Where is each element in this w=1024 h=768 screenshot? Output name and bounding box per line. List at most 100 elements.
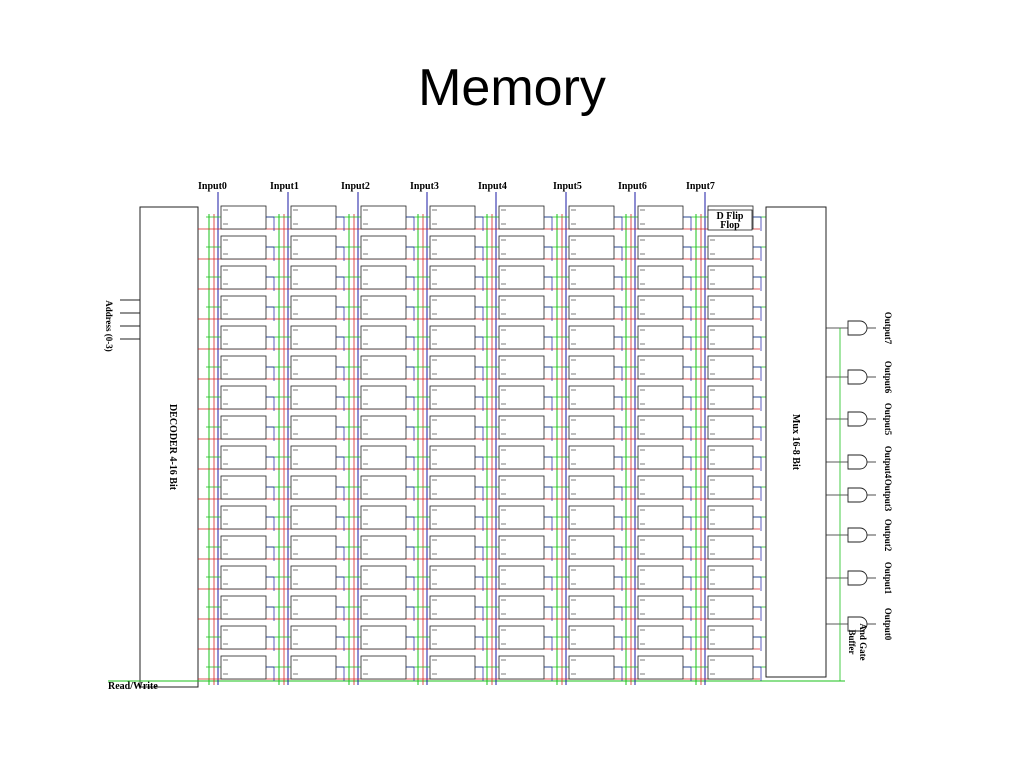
flipflop-cell xyxy=(568,205,615,230)
flipflop-cell xyxy=(498,415,545,440)
cell-output-wire xyxy=(614,276,623,291)
flipflop-cell xyxy=(429,625,476,650)
cell-output-wire xyxy=(683,666,692,681)
flipflop-cell xyxy=(220,235,267,260)
cell-output-wire xyxy=(683,276,692,291)
cell-output-wire xyxy=(475,246,484,261)
decoder-label: DECODER 4-16 Bit xyxy=(167,404,178,491)
flipflop-cell xyxy=(568,595,615,620)
cell-output-wire xyxy=(753,396,762,411)
mux-block xyxy=(765,206,827,678)
cell-output-wire xyxy=(753,516,762,531)
cell-output-wire xyxy=(336,276,345,291)
cell-output-wire xyxy=(614,516,623,531)
and-gate-icon xyxy=(847,320,868,336)
input-label-2: Input2 xyxy=(341,181,370,192)
flipflop-cell xyxy=(568,295,615,320)
flipflop-cell xyxy=(707,655,754,680)
cell-output-wire xyxy=(544,636,553,651)
flipflop-cell xyxy=(707,565,754,590)
input-label-6: Input6 xyxy=(618,181,647,192)
slide-title: Memory xyxy=(418,59,606,117)
cell-output-wire xyxy=(336,246,345,261)
flipflop-cell xyxy=(220,565,267,590)
cell-output-wire xyxy=(406,216,415,231)
cell-output-wire xyxy=(336,366,345,381)
cell-output-wire xyxy=(406,396,415,411)
flipflop-cell xyxy=(290,265,337,290)
flipflop-cell xyxy=(707,535,754,560)
flipflop-cell xyxy=(290,475,337,500)
flipflop-cell xyxy=(637,655,684,680)
and-gate-icon xyxy=(847,411,868,427)
flipflop-cell xyxy=(568,535,615,560)
flipflop-cell xyxy=(707,625,754,650)
cell-output-wire xyxy=(266,246,275,261)
decoder-block xyxy=(139,206,199,688)
cell-output-wire xyxy=(475,426,484,441)
cell-output-wire xyxy=(336,546,345,561)
cell-output-wire xyxy=(544,606,553,621)
cell-output-wire xyxy=(614,606,623,621)
flipflop-cell xyxy=(707,235,754,260)
cell-output-wire xyxy=(406,546,415,561)
flipflop-cell xyxy=(290,655,337,680)
cell-output-wire xyxy=(614,426,623,441)
output-gates: Output7Output6Output5Output4Output3Outpu… xyxy=(826,312,893,681)
flipflop-cell xyxy=(637,565,684,590)
flipflop-label-line2: Flop xyxy=(720,220,740,231)
cell-output-wire xyxy=(406,636,415,651)
flipflop-cell xyxy=(290,415,337,440)
cell-output-wire xyxy=(753,636,762,651)
cell-output-wire xyxy=(753,486,762,501)
flipflop-cell xyxy=(220,385,267,410)
flipflop-cell xyxy=(360,565,407,590)
cell-output-wire xyxy=(683,366,692,381)
cell-output-wire xyxy=(475,606,484,621)
cell-output-wire xyxy=(544,246,553,261)
input-label-4: Input4 xyxy=(478,181,507,192)
flipflop-cell xyxy=(429,415,476,440)
and-gate-icon xyxy=(847,454,868,470)
flipflop-cell xyxy=(360,415,407,440)
cell-output-wire xyxy=(614,366,623,381)
cell-output-wire xyxy=(753,666,762,681)
flipflop-grid xyxy=(198,192,766,685)
flipflop-cell xyxy=(637,385,684,410)
flipflop-cell xyxy=(568,235,615,260)
flipflop-cell xyxy=(637,415,684,440)
cell-output-wire xyxy=(614,486,623,501)
cell-output-wire xyxy=(475,216,484,231)
flipflop-cell xyxy=(568,355,615,380)
buffer-label-line2: And Gate xyxy=(858,623,868,660)
flipflop-cell xyxy=(220,625,267,650)
cell-output-wire xyxy=(336,576,345,591)
cell-output-wire xyxy=(406,306,415,321)
flipflop-cell xyxy=(360,325,407,350)
flipflop-cell xyxy=(220,355,267,380)
flipflop-cell xyxy=(360,625,407,650)
cell-output-wire xyxy=(266,306,275,321)
flipflop-cell xyxy=(637,445,684,470)
cell-output-wire xyxy=(406,516,415,531)
flipflop-cell xyxy=(290,505,337,530)
and-gate-icon xyxy=(847,527,868,543)
cell-output-wire xyxy=(406,486,415,501)
cell-output-wire xyxy=(614,546,623,561)
cell-output-wire xyxy=(544,426,553,441)
cell-output-wire xyxy=(753,306,762,321)
cell-output-wire xyxy=(753,606,762,621)
cell-output-wire xyxy=(753,546,762,561)
input-label-3: Input3 xyxy=(410,181,439,192)
cell-output-wire xyxy=(336,666,345,681)
cell-output-wire xyxy=(266,576,275,591)
address-label: Address (0-3) xyxy=(104,300,114,352)
output-label-1: Output6 xyxy=(883,361,893,394)
flipflop-cell xyxy=(429,595,476,620)
flipflop-cell xyxy=(360,205,407,230)
flipflop-label-box xyxy=(707,209,753,231)
flipflop-cell xyxy=(498,355,545,380)
flipflop-cell xyxy=(429,205,476,230)
cell-output-wire xyxy=(336,486,345,501)
cell-output-wire xyxy=(475,486,484,501)
